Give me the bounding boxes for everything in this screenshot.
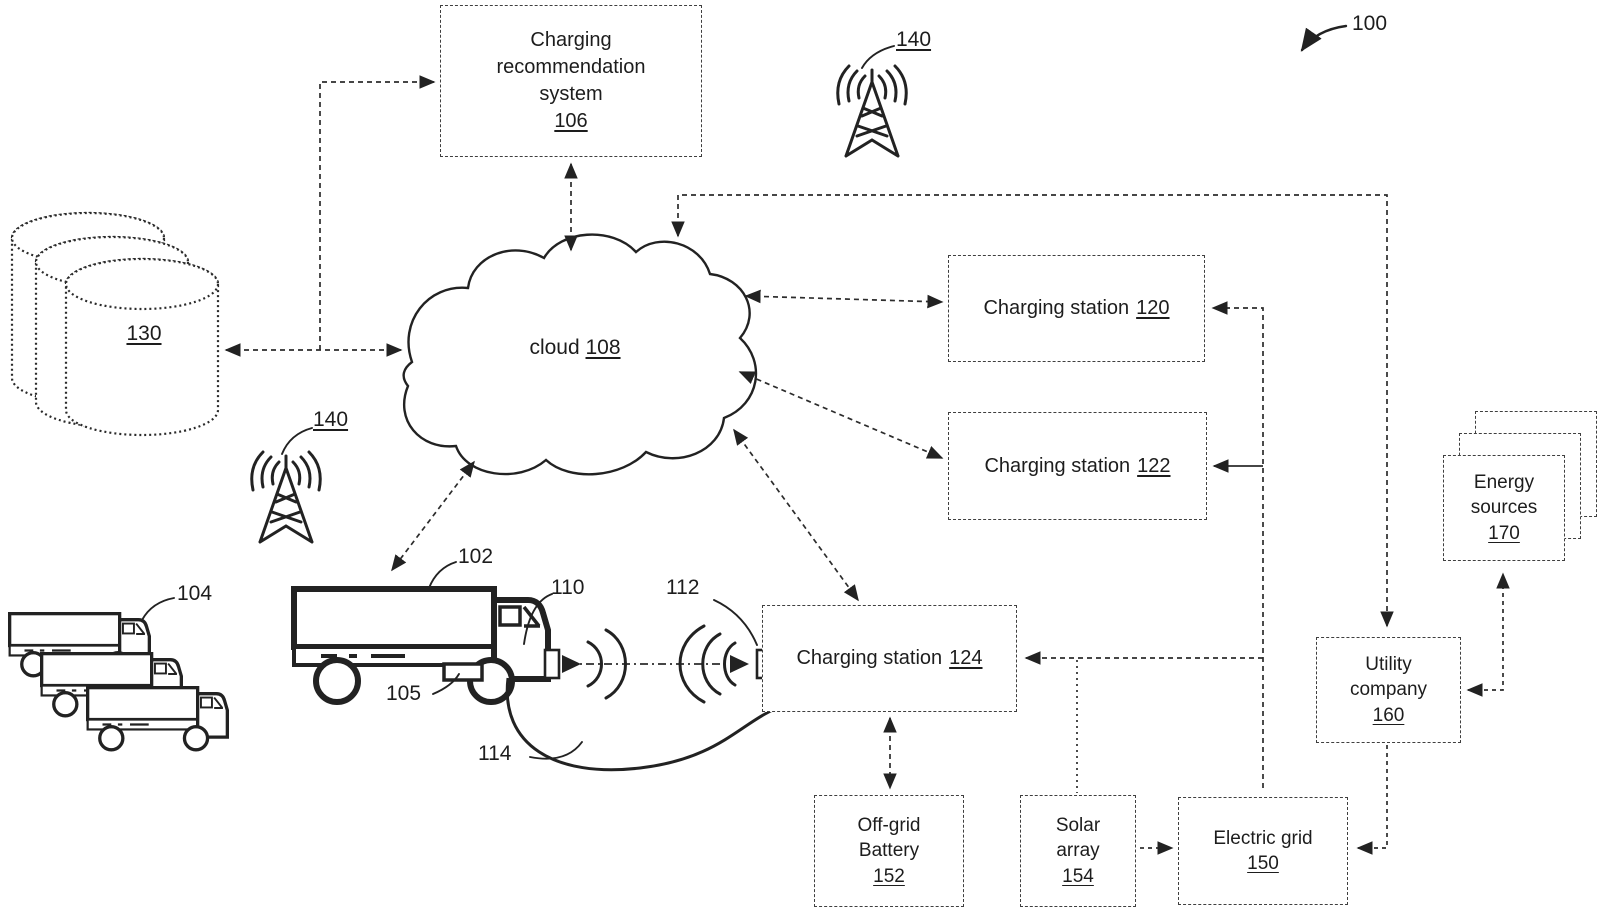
leader-140-left bbox=[281, 427, 313, 455]
electric-grid-box: Electric grid 150 bbox=[1178, 797, 1348, 905]
box-line: array bbox=[1056, 840, 1100, 862]
wireless-arrow-left-icon bbox=[730, 655, 749, 673]
ref-label-114: 114 bbox=[478, 742, 512, 765]
ref-number: 152 bbox=[873, 865, 905, 887]
charging-station-124-box: Charging station 124 bbox=[762, 605, 1017, 712]
cloud-label: cloud 108 bbox=[508, 336, 642, 360]
ref-number: 124 bbox=[949, 647, 983, 670]
wireless-link bbox=[543, 624, 773, 704]
truck-charge-port-icon bbox=[543, 648, 561, 680]
ref-number: 122 bbox=[1137, 454, 1171, 477]
database-ref-label: 130 bbox=[126, 322, 162, 345]
ref-number: 108 bbox=[585, 336, 621, 359]
box-line: sources bbox=[1470, 497, 1538, 519]
ref-label-110: 110 bbox=[551, 576, 585, 599]
box-line: Charging station bbox=[984, 454, 1131, 477]
leader-140-top bbox=[861, 45, 895, 69]
off-grid-battery-box: Off-grid Battery 152 bbox=[814, 795, 964, 907]
truck-battery-icon bbox=[442, 662, 484, 682]
connector-cloud-station122 bbox=[738, 371, 944, 459]
leader-110 bbox=[523, 593, 553, 645]
box-line: system bbox=[539, 83, 603, 105]
leader-114 bbox=[529, 741, 583, 760]
connector-cloud-truck bbox=[391, 460, 475, 572]
utility-company-box: Utility company 160 bbox=[1316, 637, 1461, 743]
ref-label-102: 102 bbox=[458, 545, 494, 568]
box-line: company bbox=[1349, 679, 1428, 701]
leader-102 bbox=[428, 561, 457, 589]
truck-signal-waves-icon bbox=[586, 628, 627, 700]
ref-number: 154 bbox=[1062, 865, 1094, 887]
connector-cloud-utility bbox=[671, 194, 1394, 628]
ref-label-105: 105 bbox=[386, 682, 422, 705]
ref-number: 106 bbox=[554, 109, 588, 132]
ref-label-100: 100 bbox=[1352, 12, 1388, 35]
connector-grid-station120 bbox=[1211, 301, 1264, 788]
leader-100-arrow bbox=[1300, 24, 1348, 52]
charging-recommendation-system-box: Charging recommendation system 106 bbox=[440, 5, 702, 157]
delivery-truck-icon bbox=[294, 589, 548, 702]
connector-lines bbox=[224, 75, 1510, 855]
connector-cloud-station124 bbox=[733, 428, 859, 602]
leader-lines bbox=[141, 24, 1348, 760]
ref-number: 150 bbox=[1247, 853, 1279, 874]
box-line: Utility bbox=[1365, 653, 1412, 675]
box-line: Energy bbox=[1473, 471, 1535, 493]
box-line: Solar bbox=[1055, 814, 1101, 836]
ref-label-140-top: 140 bbox=[896, 28, 932, 51]
box-line: Electric grid bbox=[1213, 827, 1313, 849]
connector-utility-energy bbox=[1466, 572, 1510, 697]
charging-station-122-box: Charging station 122 bbox=[948, 412, 1207, 520]
ref-number: 170 bbox=[1488, 522, 1520, 544]
ref-number: 120 bbox=[1136, 297, 1170, 320]
cell-tower-top-icon bbox=[836, 64, 908, 158]
box-line: Charging station bbox=[983, 297, 1130, 320]
database-cylinders-icon bbox=[10, 211, 220, 437]
cell-tower-left-icon bbox=[250, 450, 322, 544]
truck-fleet-icon bbox=[7, 612, 230, 752]
charging-station-120-box: Charging station 120 bbox=[948, 255, 1205, 362]
solar-array-box: Solar array 154 bbox=[1020, 795, 1136, 907]
leader-112 bbox=[713, 599, 758, 646]
ref-label-104: 104 bbox=[177, 582, 213, 605]
leader-105 bbox=[432, 673, 460, 695]
box-line: Battery bbox=[858, 840, 920, 862]
box-line: recommendation bbox=[496, 56, 646, 79]
ref-label-140-left: 140 bbox=[313, 408, 349, 431]
connector-utility-grid bbox=[1356, 745, 1388, 855]
box-line: Off-grid bbox=[857, 814, 921, 836]
box-line: Charging station bbox=[796, 647, 943, 670]
connector-database-recommendation bbox=[319, 75, 436, 350]
box-line: Charging bbox=[530, 29, 612, 52]
leader-104 bbox=[141, 597, 175, 621]
ref-label-112: 112 bbox=[666, 576, 700, 599]
connector-cloud-station120 bbox=[744, 289, 944, 309]
station-signal-waves-icon bbox=[678, 624, 737, 704]
ref-number: 160 bbox=[1372, 704, 1405, 726]
cloud-word: cloud bbox=[529, 336, 580, 359]
energy-sources-box: Energy sources 170 bbox=[1443, 455, 1565, 561]
wireless-arrow-right-icon bbox=[562, 655, 581, 673]
